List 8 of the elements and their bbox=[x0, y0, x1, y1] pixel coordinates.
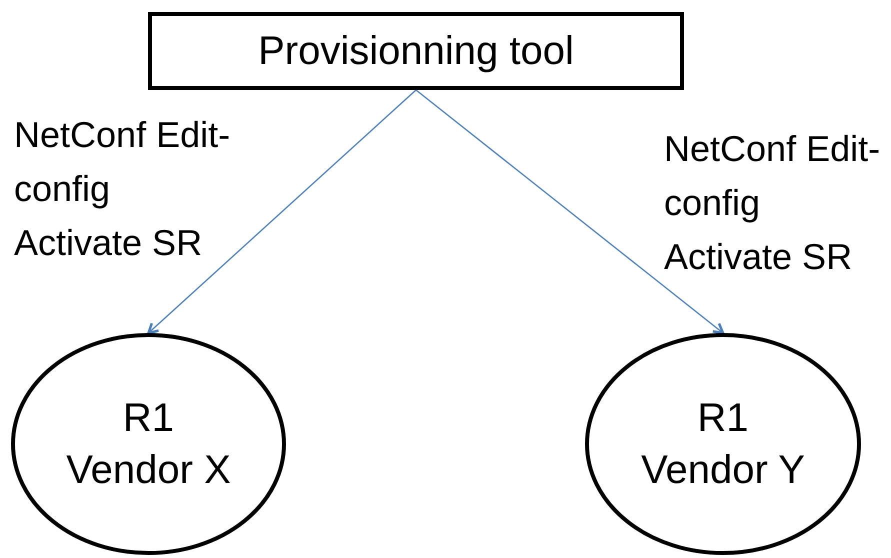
node-label: Provisionning tool bbox=[257, 28, 575, 75]
edge-label: NetConf Edit-config Activate SR bbox=[14, 113, 232, 265]
node-label: R1 Vendor X bbox=[65, 395, 232, 494]
node-label: R1 Vendor Y bbox=[640, 395, 806, 494]
edge-label: NetConf Edit-config Activate SR bbox=[664, 127, 882, 279]
arrow bbox=[147, 90, 416, 334]
arrow bbox=[416, 90, 724, 334]
process-box bbox=[148, 12, 684, 90]
